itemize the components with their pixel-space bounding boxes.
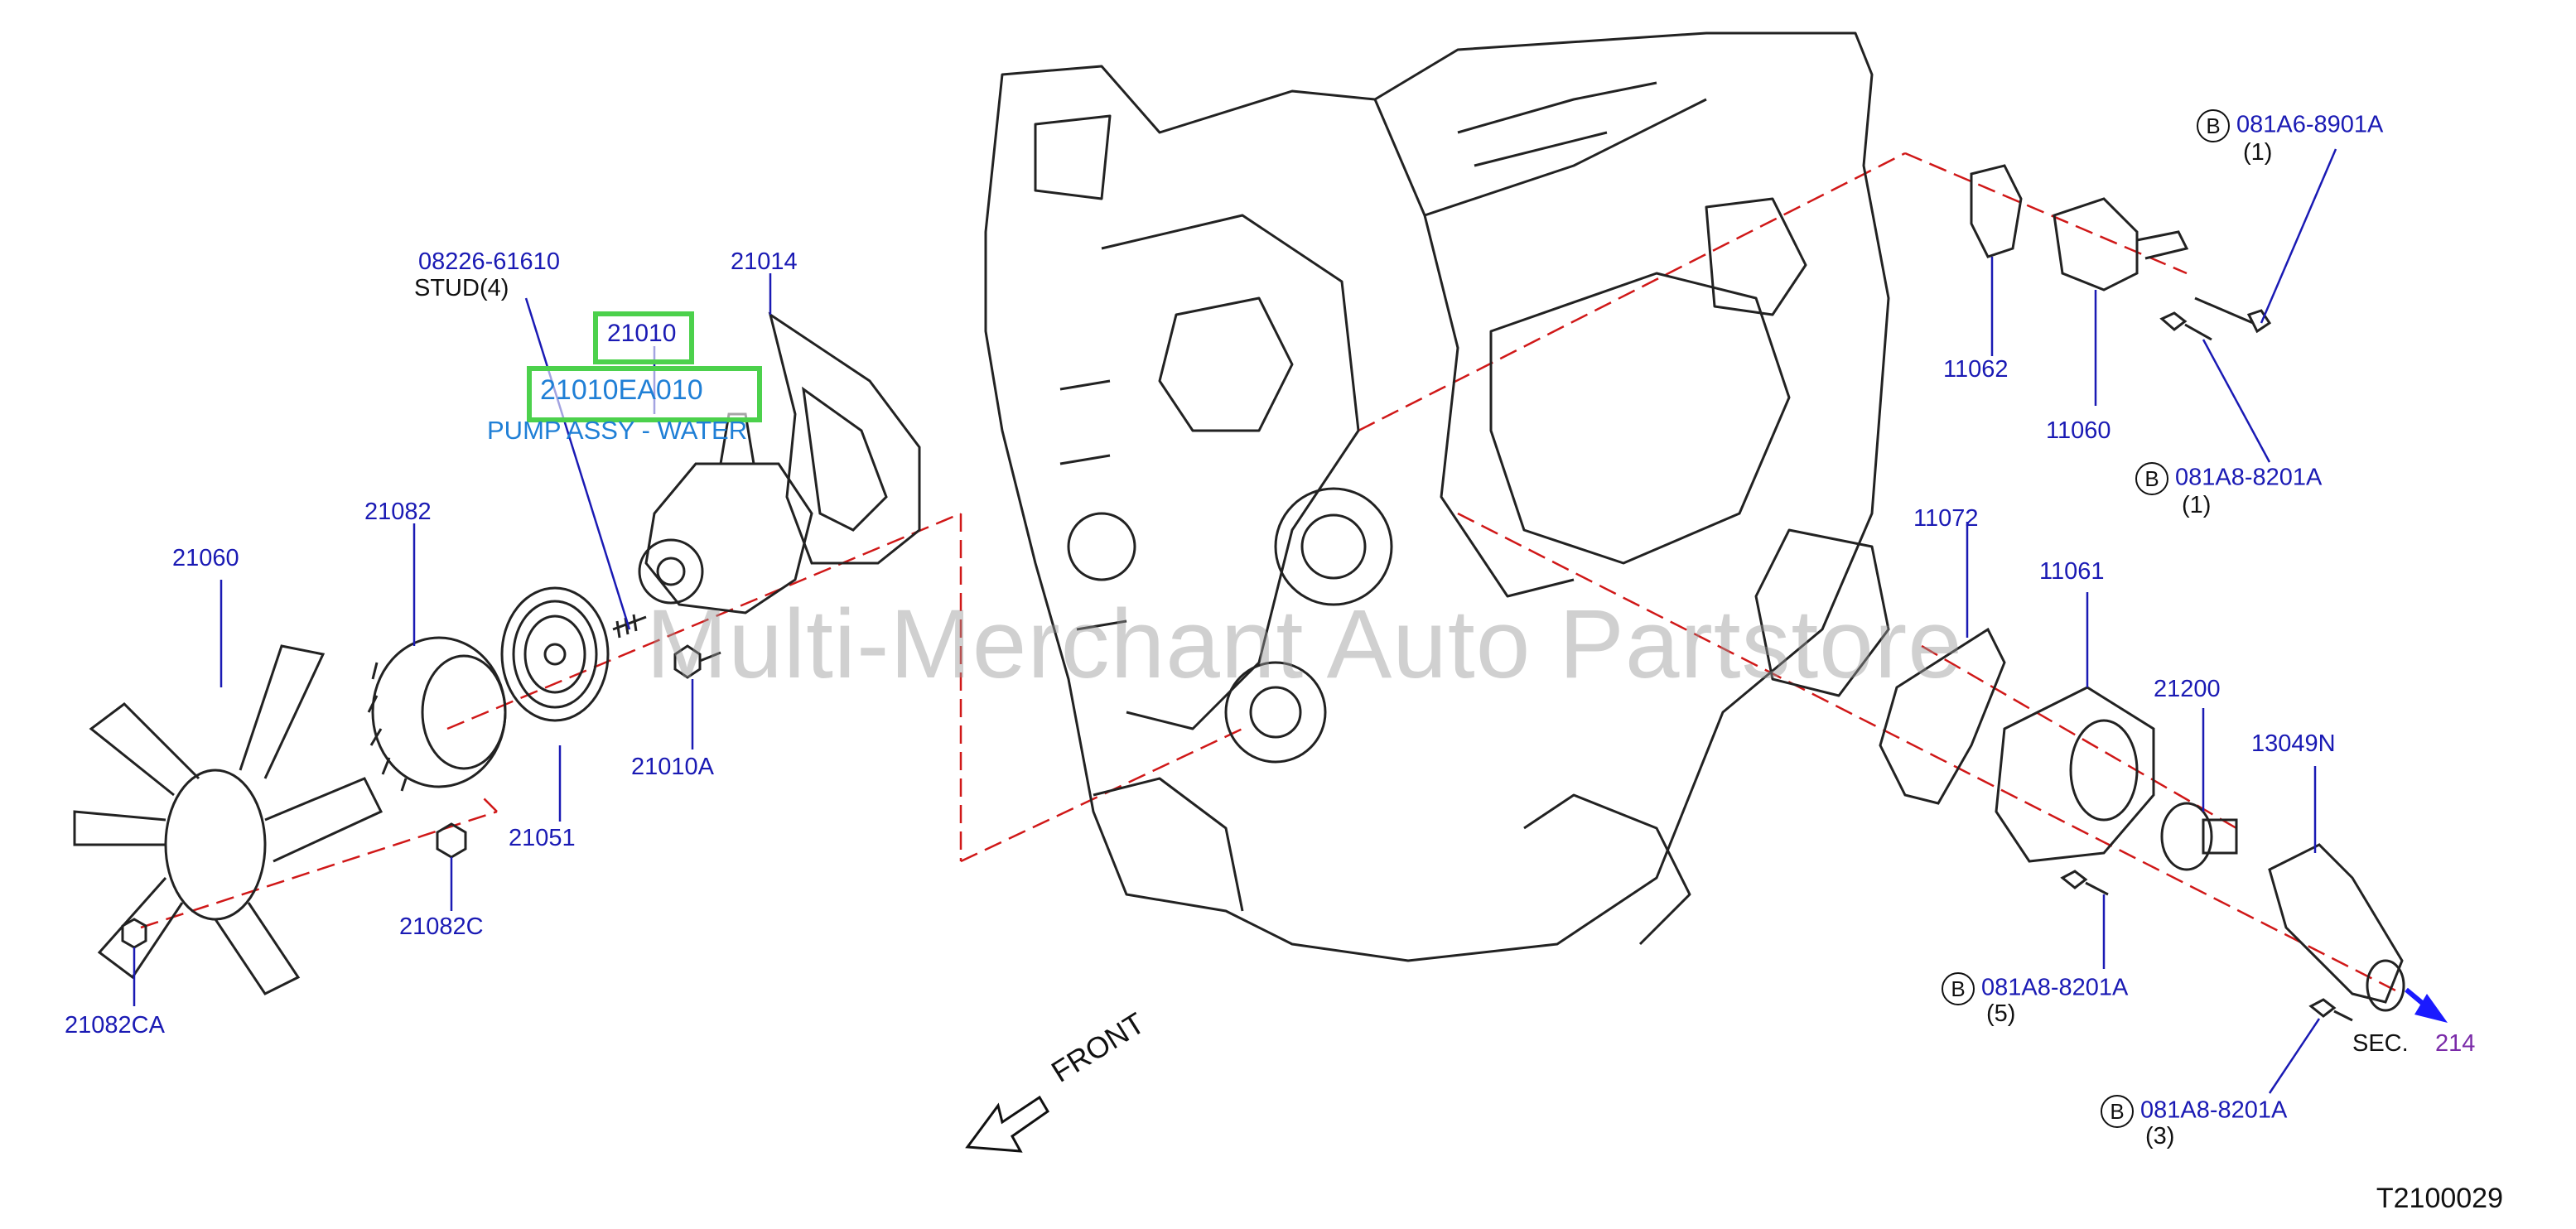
label-21010A[interactable]: 21010A	[631, 754, 714, 780]
highlight-ref-box[interactable]	[593, 311, 694, 364]
label-11062[interactable]: 11062	[1943, 356, 2009, 383]
bolt2-quantity: (1)	[2182, 492, 2212, 518]
fan-21060	[73, 644, 384, 995]
part-name-water-pump: PUMP ASSY - WATER	[487, 416, 748, 445]
front-arrow-icon	[965, 1095, 1049, 1153]
bolt2-part-number[interactable]: 081A8-8201A	[2175, 464, 2323, 491]
bolt4-quantity: (3)	[2145, 1123, 2175, 1149]
bolt1-quantity: (1)	[2243, 139, 2273, 166]
alignment-lines	[140, 152, 2403, 995]
sec-214-link[interactable]: 214	[2435, 1030, 2476, 1057]
bolt4-part-number[interactable]: 081A8-8201A	[2140, 1096, 2288, 1124]
watermark: Multi-Merchant Auto Partstore	[646, 590, 1963, 699]
label-21014[interactable]: 21014	[731, 248, 798, 275]
bolt3-quantity: (5)	[1986, 1000, 2016, 1027]
label-21082[interactable]: 21082	[364, 499, 432, 525]
label-21060[interactable]: 21060	[172, 545, 239, 571]
diagram-code: T2100029	[2376, 1183, 2503, 1214]
label-11061[interactable]: 11061	[2039, 558, 2105, 585]
flow-arrow	[2405, 987, 2448, 1023]
label-stud: STUD(4)	[414, 275, 509, 301]
gasket-11062	[1970, 164, 2023, 258]
bolt-081A8-top	[2159, 311, 2212, 341]
b-marker-icon: B	[1942, 972, 1975, 1005]
bolt-081A8-low	[2308, 998, 2353, 1022]
nut-21082C	[436, 822, 467, 859]
engine-block	[984, 31, 1890, 962]
part-number-21010EA010[interactable]: 21010EA010	[540, 374, 703, 406]
housing-11061	[1995, 686, 2155, 863]
ref-21010[interactable]: 21010	[607, 320, 677, 347]
label-21082CA[interactable]: 21082CA	[65, 1012, 165, 1039]
b-marker-icon: B	[2197, 109, 2230, 142]
thermostat-21200	[2160, 802, 2238, 871]
label-21200[interactable]: 21200	[2154, 676, 2221, 702]
label-21051[interactable]: 21051	[509, 825, 576, 851]
housing-11060	[2053, 197, 2189, 292]
pulley-21051	[500, 586, 610, 722]
bolt-081A8-mid	[2060, 870, 2109, 896]
label-11072[interactable]: 11072	[1913, 505, 1979, 532]
bolt-21010A	[673, 644, 721, 679]
b-marker-icon: B	[2101, 1095, 2134, 1128]
fan-clutch-21082	[367, 636, 507, 792]
inlet-13049N	[2268, 843, 2405, 1012]
bolt3-part-number[interactable]: 081A8-8201A	[1981, 974, 2129, 1001]
nut-21082CA	[121, 918, 147, 949]
bolt1-part-number[interactable]: 081A6-8901A	[2236, 111, 2384, 138]
pump-gasket-21014	[768, 311, 921, 565]
bolt-081A6	[2194, 296, 2272, 334]
label-081A8-8201A-top[interactable]: B 081A8-8201A	[2135, 462, 2322, 495]
label-13049N[interactable]: 13049N	[2251, 730, 2336, 757]
sec-label: SEC.	[2352, 1030, 2409, 1057]
b-marker-icon: B	[2135, 462, 2168, 495]
label-21082C[interactable]: 21082C	[399, 913, 484, 940]
label-11060[interactable]: 11060	[2046, 417, 2111, 444]
label-08226-61610[interactable]: 08226-61610	[418, 248, 560, 275]
highlight-part-box[interactable]	[527, 366, 762, 422]
gasket-11072	[1879, 627, 2006, 805]
